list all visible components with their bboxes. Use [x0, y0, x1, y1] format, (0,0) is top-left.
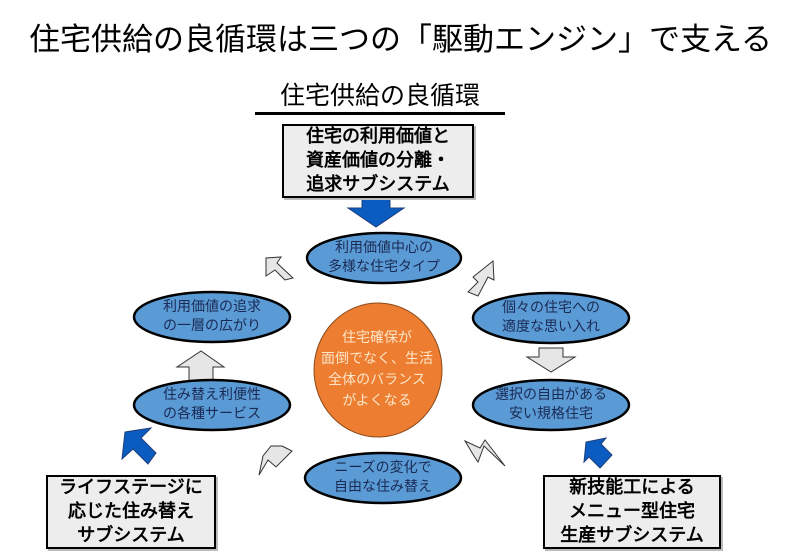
- cycle-node-right-upper-label: 個々の住宅への 適度な思い入れ: [473, 294, 629, 342]
- engine-box-top: 住宅の利用価値と 資産価値の分離・ 追求サブシステム: [282, 124, 474, 198]
- cycle-node-left-lower-label: 住み替え利便性 の各種サービス: [134, 381, 290, 429]
- page-title: 住宅供給の良循環は三つの「駆動エンジン」で支える: [28, 22, 773, 58]
- engine-box-text: 応じた住み替え: [68, 501, 194, 522]
- cycle-node-right-lower: [471, 378, 631, 432]
- cycle-node-text: 住み替え利便性: [163, 387, 261, 403]
- cycle-node-text: 選択の自由がある: [495, 387, 607, 403]
- center-text-line: 面倒でなく、生活: [321, 351, 433, 367]
- flow-arrow-left-lower-icon: [258, 445, 293, 476]
- engine-box-text: 資産価値の分離・: [306, 150, 450, 171]
- engine-box-left: ライフステージに 応じた住み替え サブシステム: [46, 475, 216, 549]
- cycle-node-left-lower: [132, 378, 292, 432]
- cycle-node-bottom: [303, 451, 463, 505]
- cycle-node-text: の各種サービス: [163, 406, 261, 422]
- center-text-line: 全体のバランス: [328, 372, 426, 388]
- engine-arrow-left-icon: [121, 427, 157, 465]
- cycle-node-text: ニーズの変化で: [334, 460, 432, 476]
- cycle-node-left-upper: [132, 290, 292, 344]
- engine-box-text: サブシステム: [77, 525, 185, 546]
- engine-box-text: 追求サブシステム: [306, 174, 450, 195]
- flow-arrow-right-middle-icon: [525, 347, 577, 373]
- cycle-node-text: の一層の広がり: [163, 318, 261, 334]
- cycle-node-text: 個々の住宅への: [502, 300, 600, 316]
- cycle-node-text: 自由な住み替え: [334, 479, 432, 495]
- cycle-node-text: 多様な住宅タイプ: [328, 259, 440, 275]
- engine-box-text: 生産サブシステム: [560, 525, 704, 546]
- cycle-node-right-lower-label: 選択の自由がある 安い規格住宅: [473, 381, 629, 429]
- cycle-node-left-upper-label: 利用価値の追求 の一層の広がり: [134, 293, 290, 341]
- cycle-node-bottom-label: ニーズの変化で 自由な住み替え: [305, 454, 461, 502]
- engine-box-text: 新技能工による: [569, 477, 695, 498]
- cycle-node-top-label: 利用価値中心の 多様な住宅タイプ: [307, 234, 461, 282]
- center-text-line: がよくなる: [342, 393, 412, 409]
- flow-arrow-right-lower-icon: [463, 439, 506, 467]
- center-circle: [313, 302, 443, 438]
- cycle-node-text: 利用価値中心の: [335, 240, 433, 256]
- cycle-node-text: 利用価値の追求: [163, 299, 261, 315]
- engine-arrow-right-icon: [583, 437, 613, 469]
- diagram-subtitle: 住宅供給の良循環: [279, 81, 480, 110]
- subtitle-underline: [255, 112, 505, 115]
- engine-box-text: 住宅の利用価値と: [306, 126, 450, 147]
- cycle-node-top: [305, 231, 463, 285]
- cycle-node-text: 適度な思い入れ: [502, 319, 600, 335]
- engine-box-text: メニュー型住宅: [569, 501, 695, 522]
- center-text-line: 住宅確保が: [342, 330, 412, 346]
- flow-arrow-left-middle-icon: [175, 350, 226, 383]
- cycle-node-right-upper: [471, 291, 631, 345]
- flow-arrow-left-upper-icon: [265, 256, 295, 281]
- engine-box-text: ライフステージに: [59, 477, 203, 498]
- cycle-node-text: 安い規格住宅: [509, 406, 593, 422]
- center-label: 住宅確保が 面倒でなく、生活 全体のバランス がよくなる: [314, 320, 440, 420]
- flow-arrow-right-upper-icon: [467, 260, 495, 297]
- engine-arrow-top-icon: [346, 198, 406, 228]
- engine-box-right: 新技能工による メニュー型住宅 生産サブシステム: [543, 475, 721, 549]
